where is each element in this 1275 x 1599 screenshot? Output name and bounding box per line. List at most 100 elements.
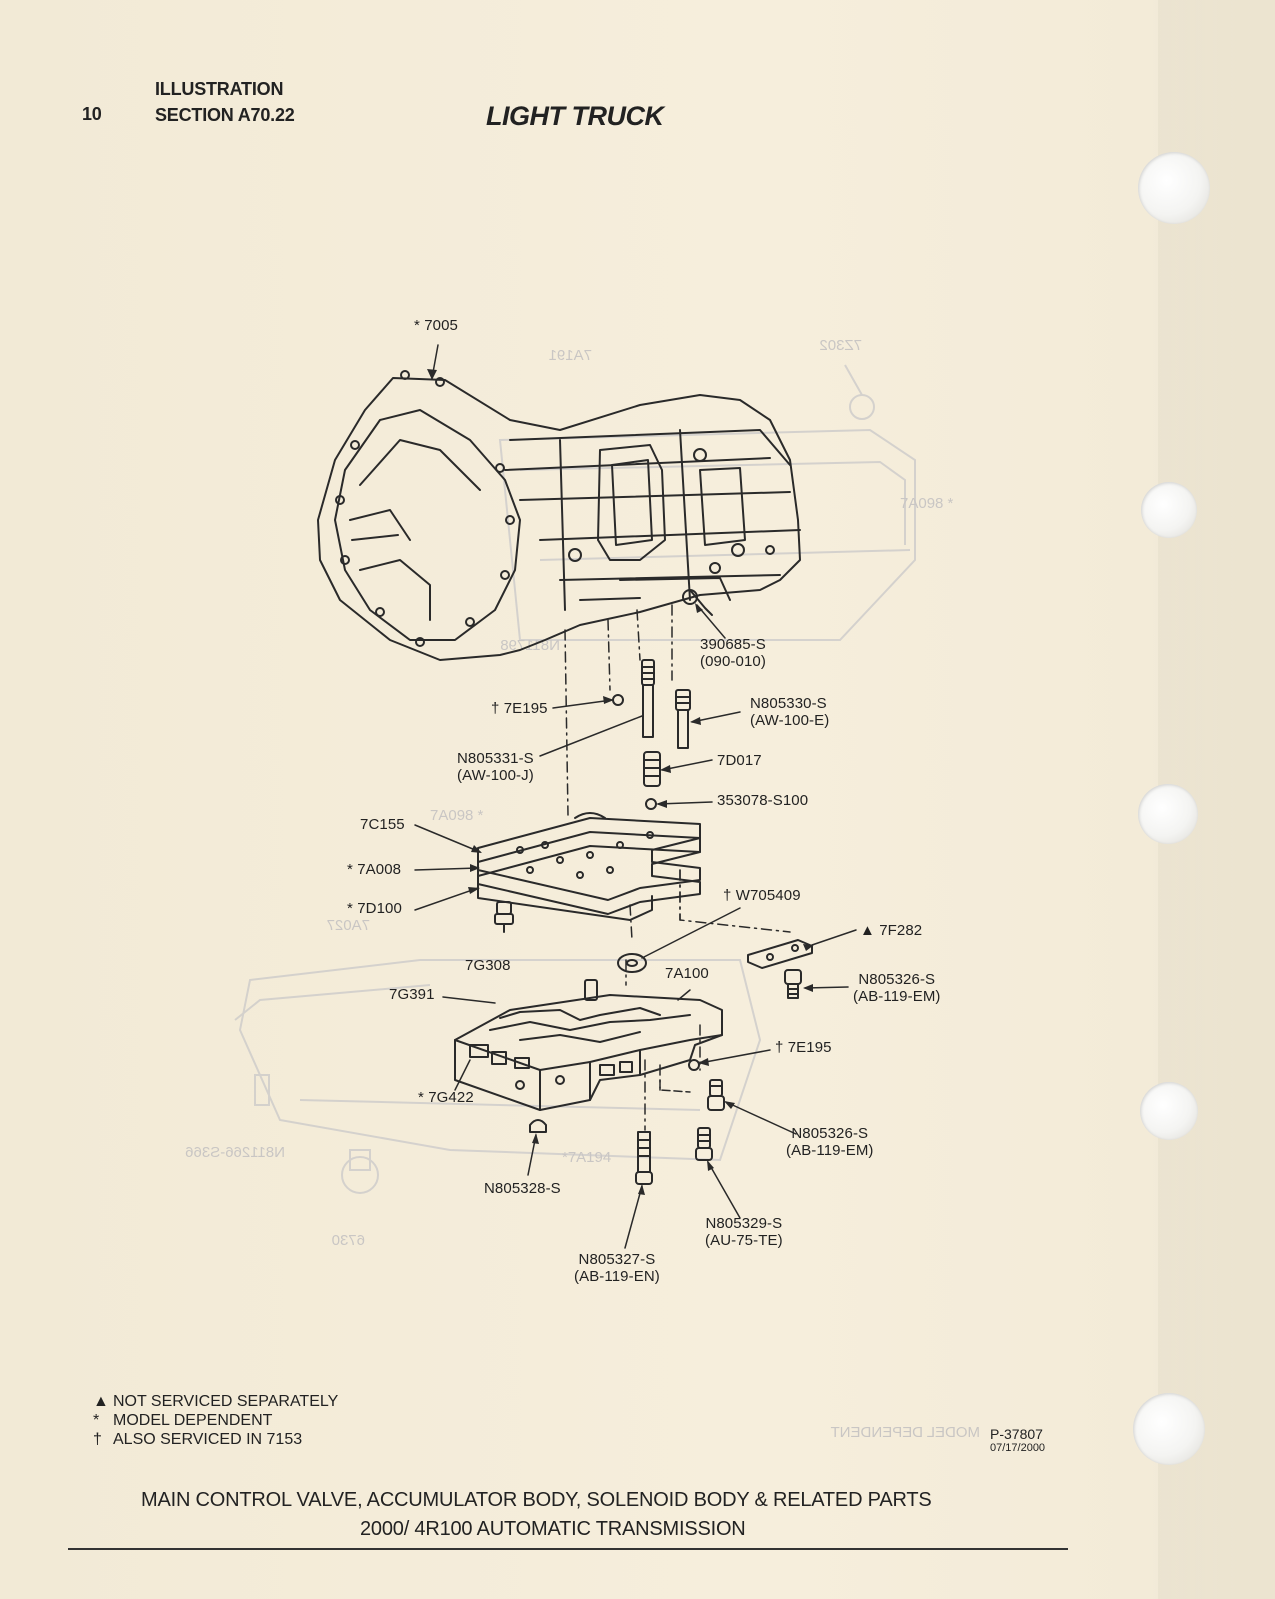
part-7E195-top	[612, 694, 624, 706]
binder-hole	[1141, 482, 1197, 538]
binder-hole	[1133, 1393, 1205, 1465]
callout-text: N805329-S	[705, 1215, 783, 1232]
callout-text: (AB-119-EM)	[786, 1142, 874, 1159]
callout-text: 7A100	[665, 965, 709, 982]
legend-text: ALSO SERVICED IN 7153	[113, 1431, 303, 1448]
binder-hole	[1138, 784, 1198, 844]
legend-item-asterisk: * MODEL DEPENDENT	[93, 1411, 338, 1430]
callout-text: (AW-100-E)	[750, 712, 830, 729]
callout-text: (AW-100-J)	[457, 767, 534, 784]
asterisk-icon: *	[93, 1412, 100, 1429]
callout-text: N805331-S	[457, 750, 534, 767]
part-N805326-S-bottom	[707, 1079, 725, 1111]
callout-353078-S100: 353078-S100	[717, 793, 808, 808]
callout-text: (AU-75-TE)	[705, 1232, 783, 1249]
legend: ▲NOT SERVICED SEPARATELY * MODEL DEPENDEN…	[93, 1392, 338, 1449]
callout-N805326-S-top: N805326-S (AB-119-EM)	[853, 971, 941, 1005]
callout-text: 390685-S	[700, 636, 766, 653]
callout-W705409: † W705409	[723, 887, 801, 904]
callout-text: W705409	[735, 887, 801, 904]
callout-390685-S: 390685-S (090-010)	[700, 636, 766, 670]
part-353078-S100	[645, 798, 657, 810]
transmission-case-7005	[317, 370, 801, 661]
part-7F282	[747, 939, 813, 969]
callout-7F282: ▲ 7F282	[860, 922, 923, 939]
svg-text:7A191: 7A191	[549, 347, 592, 364]
callout-7A008: * 7A008	[347, 861, 402, 878]
part-7E195-bottom	[688, 1059, 700, 1071]
part-N805327-S	[635, 1131, 653, 1185]
caption-line-1: MAIN CONTROL VALVE, ACCUMULATOR BODY, SO…	[141, 1489, 932, 1511]
binder-hole	[1140, 1082, 1198, 1140]
part-N805329-S	[695, 1127, 713, 1161]
main-control-valve-body-7A100	[454, 979, 723, 1111]
callout-7E195-bottom: † 7E195	[775, 1039, 832, 1056]
part-7G308	[494, 901, 514, 933]
callout-text: N805330-S	[750, 695, 827, 712]
bleed-through-drawing	[234, 364, 916, 1194]
callout-N805326-S-bottom: N805326-S (AB-119-EM)	[786, 1125, 874, 1159]
callout-text: (090-010)	[700, 653, 766, 670]
svg-text:7A098 *: 7A098 *	[430, 807, 484, 824]
svg-text:MODEL DEPENDENT: MODEL DEPENDENT	[831, 1424, 980, 1441]
callout-text: 7F282	[879, 922, 923, 939]
section-label: SECTION A70.22	[155, 105, 295, 125]
legend-text: MODEL DEPENDENT	[113, 1412, 273, 1429]
svg-text:7A027: 7A027	[327, 917, 370, 934]
part-7D017	[643, 751, 661, 787]
callout-text: 7A008	[357, 861, 402, 878]
callout-7005: * 7005	[414, 317, 458, 334]
caption-line-2: 2000/ 4R100 AUTOMATIC TRANSMISSION	[360, 1518, 746, 1540]
legend-item-triangle: ▲NOT SERVICED SEPARATELY	[93, 1392, 338, 1411]
part-N805328-S	[529, 1119, 547, 1133]
callout-text: 7D017	[717, 752, 762, 769]
footer-rule	[68, 1548, 1068, 1550]
callout-text: 7E195	[787, 1039, 832, 1056]
callout-text: 7G422	[428, 1089, 474, 1106]
callout-N805330-S: N805330-S (AW-100-E)	[750, 695, 829, 729]
part-N805331-S	[641, 659, 655, 738]
callout-N805328-S: N805328-S	[484, 1181, 561, 1196]
callout-7G308: 7G308	[465, 958, 511, 973]
callout-text: 7005	[424, 317, 458, 334]
callout-text: 7E195	[503, 700, 548, 717]
callout-text: 7C155	[360, 816, 405, 833]
callout-text: N805326-S	[791, 1125, 869, 1142]
illustration-label: ILLUSTRATION	[155, 79, 284, 99]
svg-text:N811266-S366: N811266-S366	[185, 1144, 285, 1161]
callout-N805329-S: N805329-S (AU-75-TE)	[705, 1215, 783, 1249]
page-number: 10	[82, 104, 102, 124]
binder-hole	[1138, 152, 1210, 224]
callout-text: (AB-119-EN)	[574, 1268, 660, 1285]
part-N805330-S	[675, 689, 691, 749]
part-N805326-S-top	[784, 969, 802, 999]
callout-text: 7G308	[465, 957, 511, 974]
svg-text:*7A194: *7A194	[562, 1149, 611, 1166]
callout-text: N805328-S	[484, 1180, 561, 1197]
callout-7A100: 7A100	[665, 966, 709, 981]
page-title: LIGHT TRUCK	[486, 101, 664, 131]
legend-text: NOT SERVICED SEPARATELY	[113, 1393, 339, 1410]
legend-item-dagger: † ALSO SERVICED IN 7153	[93, 1430, 338, 1449]
callout-N805331-S: N805331-S (AW-100-J)	[457, 750, 534, 784]
triangle-icon: ▲	[93, 1393, 109, 1410]
arrow-heads	[427, 369, 814, 1195]
svg-text:7Z302: 7Z302	[819, 337, 862, 354]
svg-text:7A098 *: 7A098 *	[900, 495, 954, 512]
dagger-icon: †	[93, 1431, 102, 1448]
reference-number: P-37807	[990, 1426, 1043, 1442]
callout-text: 7D100	[357, 900, 402, 917]
callout-text: N805326-S	[858, 971, 936, 988]
callout-7G422: * 7G422	[418, 1089, 474, 1106]
callout-7G391: 7G391	[389, 987, 435, 1002]
part-W705409	[617, 953, 647, 973]
callout-7C155: 7C155	[360, 817, 405, 832]
callout-text: 353078-S100	[717, 792, 809, 809]
separator-plate-stack	[477, 812, 701, 921]
callout-text: N805327-S	[578, 1251, 656, 1268]
bleed-through-text: 7A191 7Z302 7A098 * N811798 7A098 * 7A02…	[185, 337, 980, 1441]
callout-7D100: * 7D100	[347, 900, 402, 917]
svg-text:6730: 6730	[332, 1232, 365, 1249]
